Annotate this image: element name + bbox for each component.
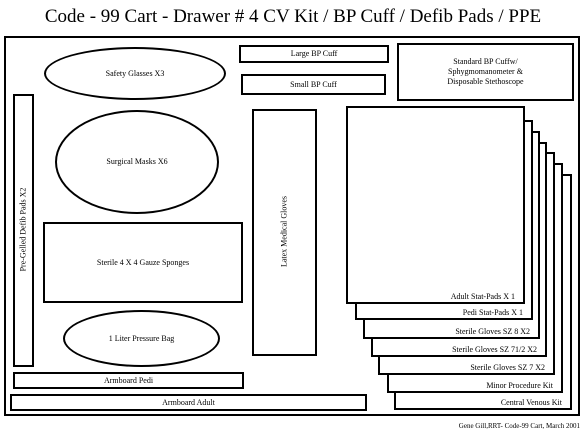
small-bp-cuff: Small BP Cuff [241,74,386,95]
stack-card-adult-stat-pads: Adult Stat-Pads X 1 [346,106,525,304]
defib-pads [13,94,34,367]
standard-bp-line1: Standard BP Cuffw/ [453,57,518,66]
small-bp-cuff-label: Small BP Cuff [290,79,337,89]
standard-bp-line2: Sphygmomanometer & [448,67,523,76]
armboard-pedi: Armboard Pedi [13,372,244,389]
diagram-title: Code - 99 Cart - Drawer # 4 CV Kit / BP … [44,6,542,27]
latex-gloves [252,109,317,356]
armboard-adult-label: Armboard Adult [162,397,215,407]
armboard-adult: Armboard Adult [10,394,367,411]
gauze-sponges: Sterile 4 X 4 Gauze Sponges [43,222,243,303]
large-bp-cuff-label: Large BP Cuff [290,49,338,58]
defib-pads-label: Pre-Gelled Defib Pads X2 [18,187,28,272]
large-bp-cuff: Large BP Cuff [239,45,389,63]
surgical-masks-label: Surgical Masks X6 [106,157,168,166]
armboard-pedi-label: Armboard Pedi [103,375,154,385]
latex-gloves-label: Latex Medical Gloves [279,195,289,268]
safety-glasses: Safety Glasses X3 [44,47,226,100]
safety-glasses-label: Safety Glasses X3 [105,68,165,78]
pedi-stat-pads-label: Pedi Stat-Pads X 1 [462,308,523,317]
footer-credit: Gene Gill,RRT- Code-99 Cart, March 2001 [458,422,580,430]
pressure-bag: 1 Liter Pressure Bag [63,310,220,367]
sterile-gloves-7-5-label: Sterile Gloves SZ 71/2 X2 [452,345,537,354]
adult-stat-pads-label: Adult Stat-Pads X 1 [450,292,515,301]
surgical-masks: Surgical Masks X6 [55,110,219,214]
pressure-bag-label: 1 Liter Pressure Bag [108,333,175,343]
gauze-sponges-label: Sterile 4 X 4 Gauze Sponges [96,257,190,267]
standard-bp-line3: Disposable Stethoscope [447,77,524,86]
central-venous-kit-label: Central Venous Kit [500,398,562,407]
sterile-gloves-7-label: Sterile Gloves SZ 7 X2 [470,363,545,372]
minor-procedure-kit-label: Minor Procedure Kit [486,381,553,390]
sterile-gloves-8-label: Sterile Gloves SZ 8 X2 [455,327,530,336]
standard-bp-cuff: Standard BP Cuffw/ Sphygmomanometer & Di… [397,43,574,101]
